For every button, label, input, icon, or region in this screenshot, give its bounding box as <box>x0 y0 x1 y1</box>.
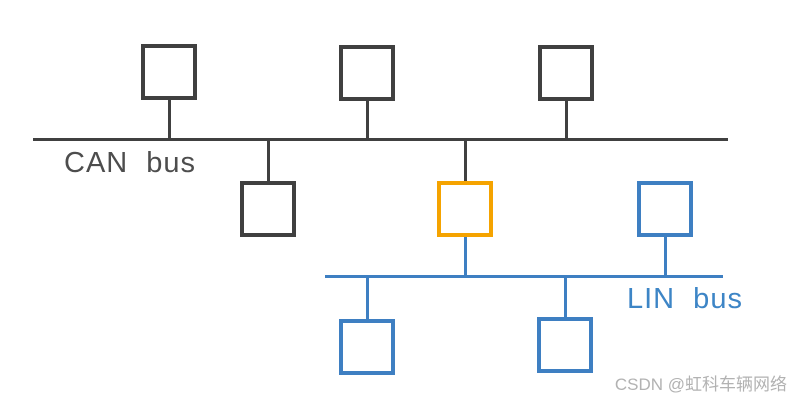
lin-node-1-connector <box>664 235 667 277</box>
lin-node-2-connector <box>366 277 369 321</box>
lin-node <box>637 181 693 237</box>
can-node-4-connector <box>267 139 270 183</box>
can-bus-label: CAN bus <box>64 147 197 179</box>
can-node <box>538 45 594 101</box>
can-lin-gateway-node <box>437 181 493 237</box>
can-node <box>339 45 395 101</box>
lin-bus-label: LIN bus <box>627 283 743 315</box>
lin-node <box>339 319 395 375</box>
can-node-1-connector <box>168 98 171 140</box>
gateway-lin-connector <box>464 235 467 277</box>
can-node <box>141 44 197 100</box>
can-node-3-connector <box>565 99 568 140</box>
csdn-watermark: CSDN @虹科车辆网络 <box>614 375 787 394</box>
can-node-2-connector <box>366 99 369 140</box>
can-node <box>240 181 296 237</box>
can-bus-line <box>33 138 728 141</box>
lin-node-3-connector <box>564 277 567 319</box>
lin-node <box>537 317 593 373</box>
lin-bus-line <box>325 275 723 278</box>
gateway-can-connector <box>464 139 467 183</box>
